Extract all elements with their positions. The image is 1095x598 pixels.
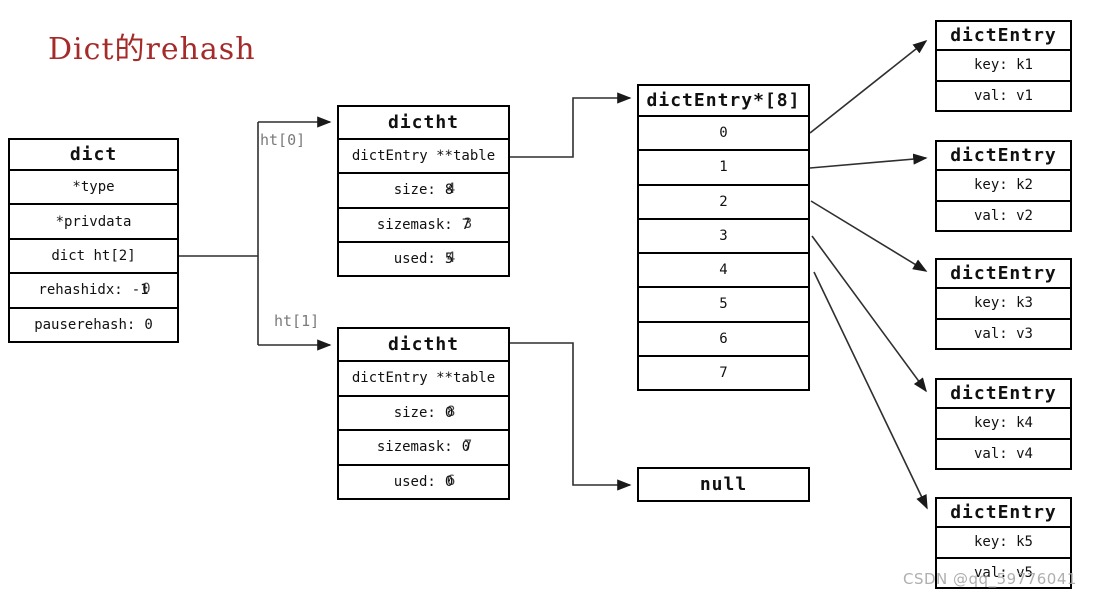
dict-entry-key: key: k1 — [937, 51, 1070, 82]
dict-entry-box-k5: dictEntry key: k5 val: v5 — [935, 497, 1072, 589]
dictht0-table-pointer-row: dictEntry **table — [339, 140, 508, 175]
field-ghost-value: 8 — [446, 403, 456, 420]
dict-entry-title: dictEntry — [937, 22, 1070, 51]
dictht1-sizemask-row: sizemask: 0 7 — [339, 431, 508, 466]
dictht0-used-row: used: 5 4 — [339, 243, 508, 275]
page-title: Dict的rehash — [48, 32, 256, 67]
dictht0-size-row: size: 8 4 — [339, 174, 508, 209]
dictht0-box: dictht dictEntry **table size: 8 4 sizem… — [337, 105, 510, 277]
dict-row-rehashidx: rehashidx: -1 0 — [10, 274, 177, 309]
wire-slot2-to-entry3 — [810, 200, 928, 272]
dictht0-title: dictht — [339, 107, 508, 140]
dict-entry-val: val: v5 — [973, 564, 1033, 581]
dict-row-type: *type — [10, 171, 177, 206]
field-value-overlap: 7 3 — [461, 215, 473, 233]
null-label: null — [699, 474, 748, 495]
field-value-overlap: 8 4 — [444, 181, 456, 199]
field-label: size: — [393, 404, 436, 421]
field-value-overlap: 0 6 — [444, 472, 456, 490]
wire-table1-to-null — [510, 342, 632, 491]
field-ghost-value: 4 — [446, 181, 456, 198]
field-label: rehashidx: — [38, 282, 123, 299]
dict-row-pauserehash: pauserehash: 0 — [10, 309, 177, 341]
bucket-array-title: dictEntry*[8] — [639, 86, 808, 117]
field-ghost-value: 0 — [142, 281, 151, 298]
field-value-overlap: 0 7 — [461, 438, 473, 456]
field-label: sizemask: — [376, 439, 453, 456]
field-value-overlap: -1 0 — [131, 281, 151, 299]
dict-row-privdata: *privdata — [10, 205, 177, 240]
dict-entry-key: key: k2 — [937, 171, 1070, 202]
dictht1-box: dictht dictEntry **table size: 0 8 sizem… — [337, 327, 510, 500]
wire-slot4-to-entry5 — [813, 271, 928, 510]
field-label: used: — [393, 473, 436, 490]
dict-box-title: dict — [10, 140, 177, 171]
bucket-slot-3: 3 — [639, 220, 808, 254]
field-ghost-value: 3 — [463, 215, 473, 232]
dict-entry-title: dictEntry — [937, 142, 1070, 171]
field-label: used: — [393, 250, 436, 267]
dict-entry-key: key: k4 — [937, 409, 1070, 440]
field-value-overlap: 0 8 — [444, 403, 456, 421]
dictht0-sizemask-row: sizemask: 7 3 — [339, 209, 508, 243]
dictht1-table-pointer-row: dictEntry **table — [339, 362, 508, 397]
field-ghost-value: 7 — [463, 438, 473, 455]
field-value: 0 — [444, 473, 454, 490]
bucket-slot-4: 4 — [639, 254, 808, 289]
bucket-slot-2: 2 — [639, 186, 808, 220]
dict-entry-title: dictEntry — [937, 380, 1070, 409]
field-value: 8 — [444, 182, 454, 199]
field-ghost-value: 6 — [446, 472, 456, 489]
dict-entry-val: val: v2 — [973, 207, 1033, 224]
dictht1-size-row: size: 0 8 — [339, 397, 508, 431]
wire-table0-to-array — [510, 92, 632, 158]
dict-entry-val: val: v1 — [973, 87, 1033, 104]
field-label: pauserehash: — [34, 316, 136, 333]
dictht1-title: dictht — [339, 329, 508, 362]
field-label: size: — [393, 182, 436, 199]
field-value: -1 — [131, 282, 149, 299]
dict-entry-val: val: v3 — [973, 325, 1033, 342]
field-value: 5 — [444, 250, 454, 267]
wire-slot1-to-entry2 — [809, 153, 928, 169]
wire-slot0-to-entry1 — [809, 40, 928, 134]
bucket-slot-1: 1 — [639, 151, 808, 186]
field-value: 0 — [144, 316, 153, 333]
dict-entry-box-k3: dictEntry key: k3 val: v3 — [935, 258, 1072, 350]
bucket-slot-7: 7 — [719, 364, 728, 381]
field-value-overlap: 5 4 — [444, 249, 456, 267]
bucket-slot-0: 0 — [639, 117, 808, 152]
dict-entry-title: dictEntry — [937, 499, 1070, 528]
bucket-slot-6: 6 — [639, 323, 808, 357]
wire-slot3-to-entry4 — [811, 235, 927, 393]
watermark: CSDN @qq_59776041 — [903, 570, 1077, 588]
dict-row-ht2: dict ht[2] — [10, 240, 177, 275]
pointer-label-ht0: ht[0] — [260, 131, 306, 149]
field-value: 0 — [461, 439, 471, 456]
dict-entry-box-k4: dictEntry key: k4 val: v4 — [935, 378, 1072, 470]
bucket-slot-5: 5 — [639, 288, 808, 323]
null-box: null — [637, 467, 810, 502]
bucket-array-box: dictEntry*[8] 0 1 2 3 4 5 6 7 — [637, 84, 810, 391]
dict-entry-title: dictEntry — [937, 260, 1070, 289]
field-ghost-value: 4 — [446, 249, 456, 266]
dict-entry-box-k1: dictEntry key: k1 val: v1 — [935, 20, 1072, 112]
field-value: 7 — [461, 216, 471, 233]
dictht1-used-row: used: 0 6 — [339, 466, 508, 499]
field-label: sizemask: — [376, 216, 453, 233]
dict-entry-key: key: k3 — [937, 289, 1070, 320]
pointer-label-ht1: ht[1] — [274, 312, 320, 330]
dict-struct-box: dict *type *privdata dict ht[2] rehashid… — [8, 138, 179, 343]
dict-entry-box-k2: dictEntry key: k2 val: v2 — [935, 140, 1072, 232]
dict-entry-key: key: k5 — [937, 528, 1070, 559]
field-value: 0 — [444, 404, 454, 421]
dict-entry-val: val: v4 — [973, 445, 1033, 462]
